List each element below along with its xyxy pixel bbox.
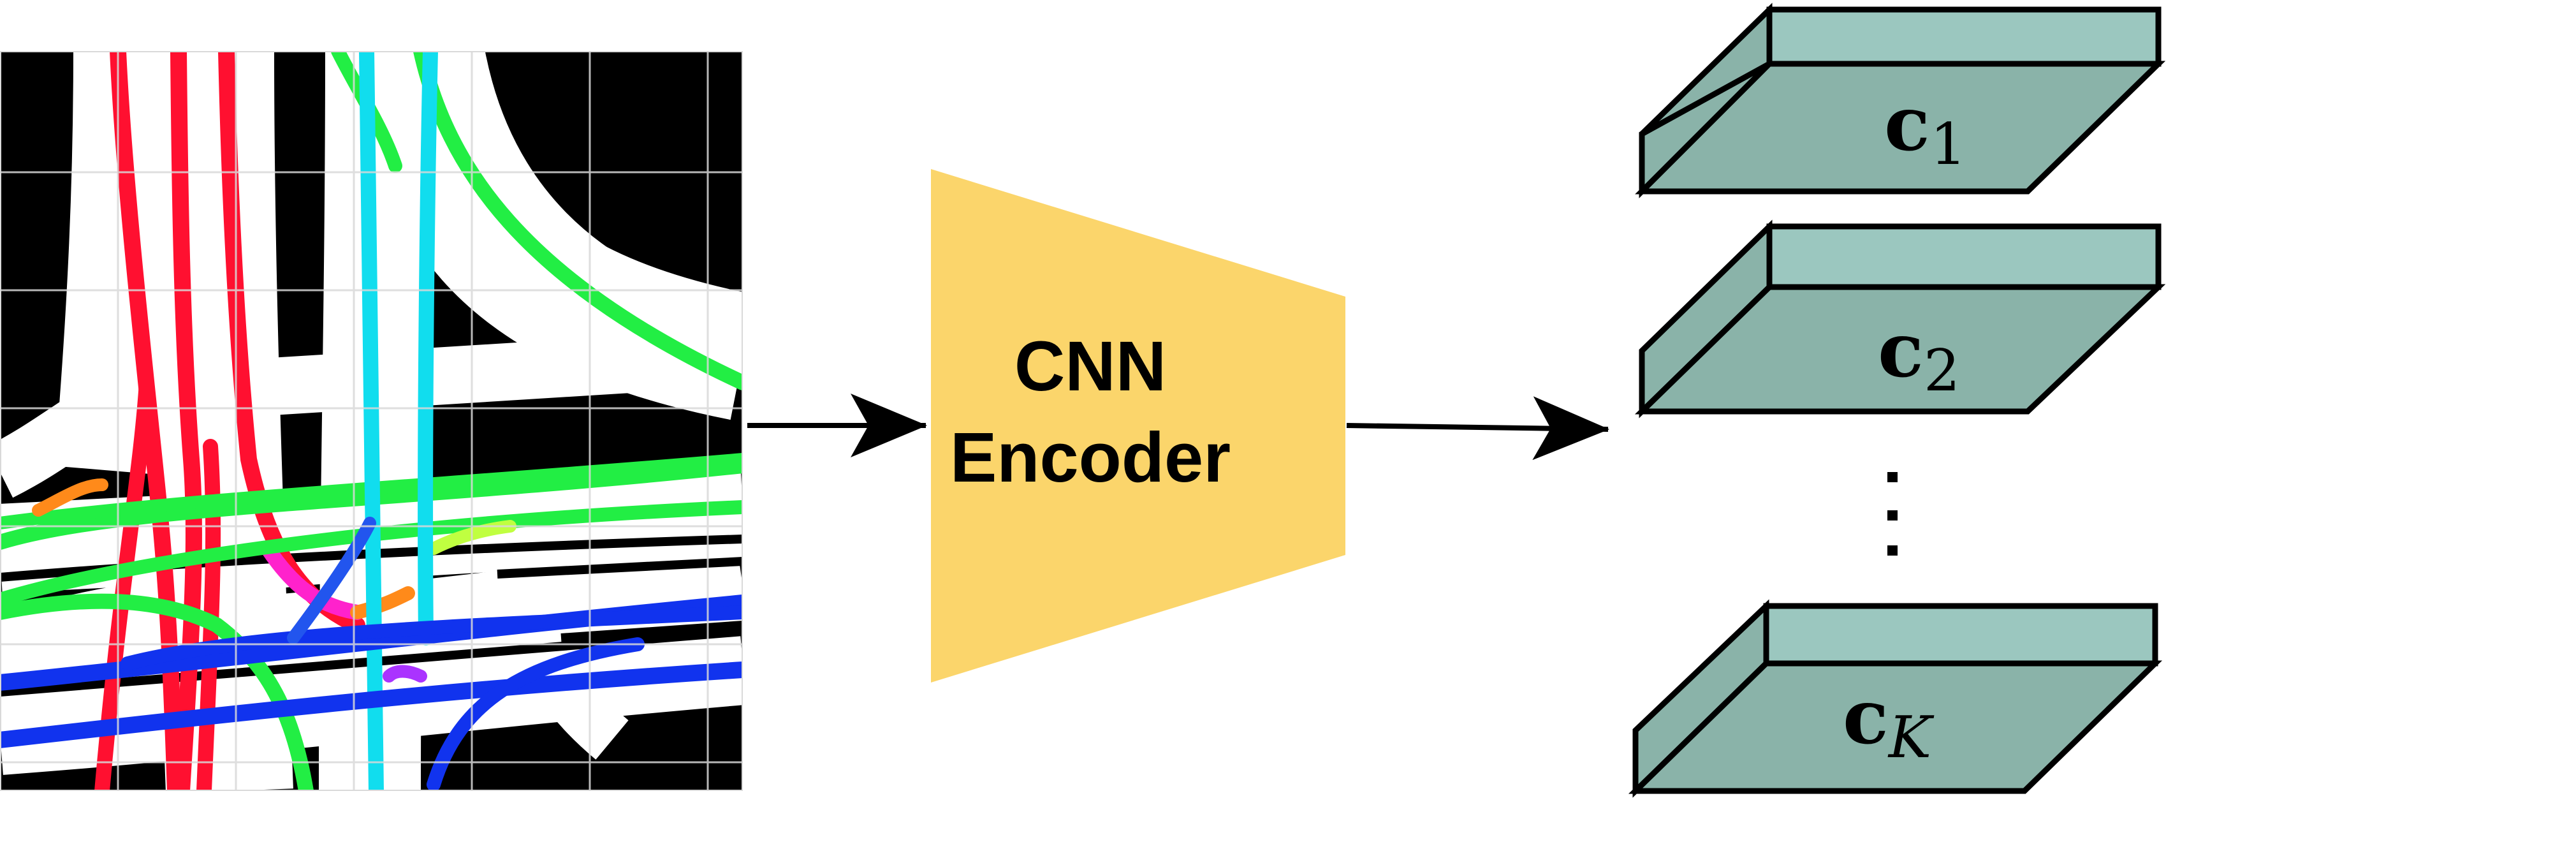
embedding-label-1: c1 [1884,79,1966,178]
trajectories [0,51,743,791]
encoder-trapezoid [931,169,1345,683]
embedding-block-2: c2 [1634,219,2166,418]
map-grid [0,51,743,791]
vertical-ellipsis [1887,472,1898,556]
embedding-label-k: cK [1843,672,1935,771]
cnn-encoder: CNN Encoder [931,169,1345,683]
encoder-title-line1: CNN [1014,327,1166,406]
embedding-label-2: c2 [1878,306,1960,404]
arrow-encoder-to-embeddings [1346,396,1609,461]
embedding-block-1: c1 [1635,3,2166,198]
embedding-block-k: cK [1628,599,2163,798]
encoder-title-line2: Encoder [950,418,1231,497]
scene-map [0,51,743,791]
